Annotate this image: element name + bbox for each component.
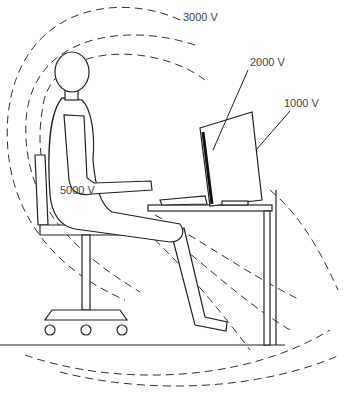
equipotential-line xyxy=(60,355,340,386)
monitor-stand xyxy=(222,201,248,205)
chair-stem xyxy=(82,235,90,310)
monitor-body xyxy=(200,112,262,206)
equipotential-line xyxy=(25,330,330,375)
person-body xyxy=(49,98,183,242)
leader-line xyxy=(213,70,248,150)
desk xyxy=(148,190,276,345)
desk-leg xyxy=(264,211,270,345)
chair-base xyxy=(45,310,127,320)
chair-wheel xyxy=(81,325,91,335)
person-leg xyxy=(172,228,227,331)
leader-line xyxy=(256,111,290,150)
desk-panel xyxy=(275,190,276,345)
monitor-screen xyxy=(203,132,212,204)
equipotential-line xyxy=(270,190,338,290)
voltage-label: 3000 V xyxy=(183,11,218,24)
monitor xyxy=(200,112,262,206)
voltage-label: 1000 V xyxy=(284,97,319,110)
voltage-label: 2000 V xyxy=(250,56,285,69)
chair-wheel xyxy=(117,325,127,335)
chair-back xyxy=(35,155,48,225)
field-lines xyxy=(7,7,340,386)
chair-wheel xyxy=(45,325,55,335)
floor-line xyxy=(0,344,285,345)
keyboard xyxy=(160,196,207,205)
person xyxy=(49,52,227,331)
person-arm xyxy=(64,115,152,195)
person-head xyxy=(55,52,89,92)
leader-lines xyxy=(213,70,290,150)
equipotential-line xyxy=(26,35,195,292)
voltage-label: 5000 V xyxy=(60,184,95,197)
